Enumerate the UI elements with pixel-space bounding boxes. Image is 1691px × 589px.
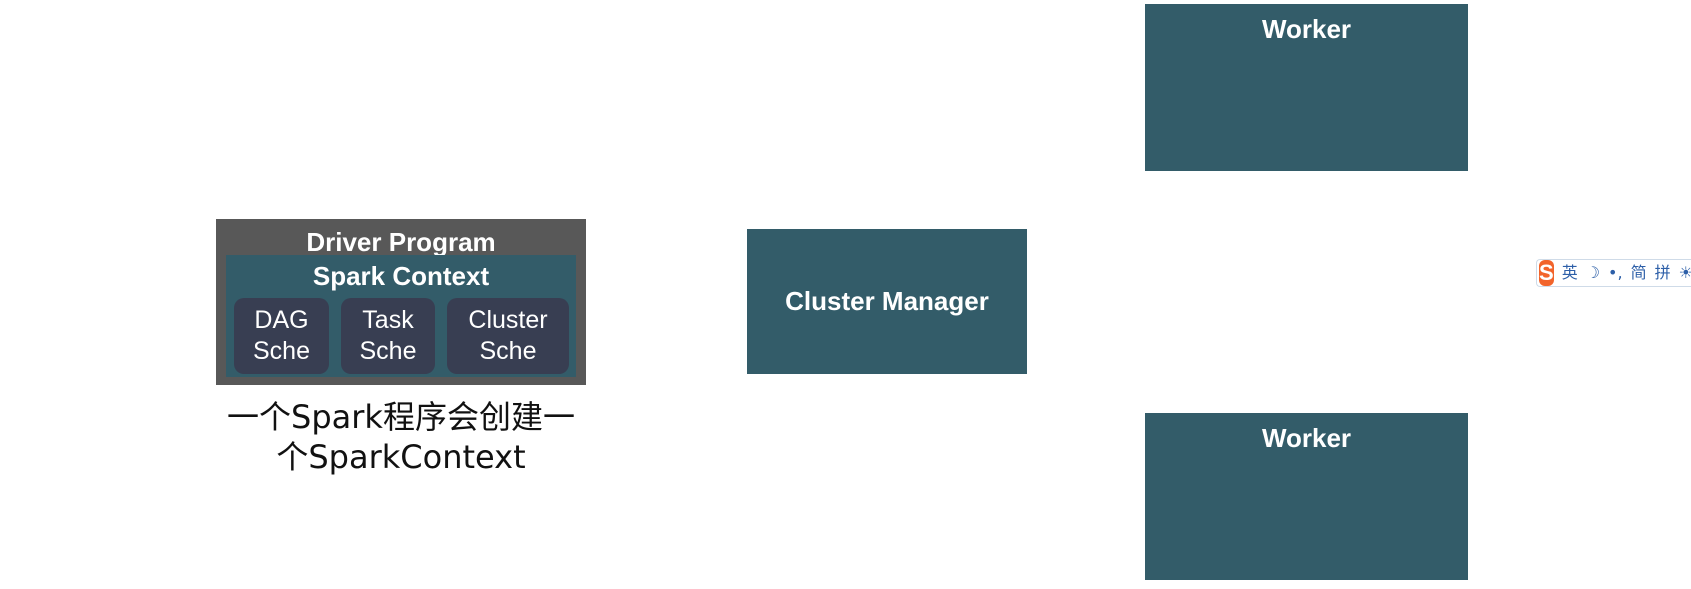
driver-program-box: Driver Program Spark Context DAG Sche Ta… [216, 219, 586, 385]
spark-context-box: Spark Context DAG Sche Task Sche Cluster… [226, 255, 576, 377]
task-scheduler-line2: Sche [359, 337, 417, 365]
punctuation-toggle[interactable]: •, [1608, 263, 1623, 282]
cluster-scheduler-line1: Cluster [468, 306, 548, 334]
sogou-logo-icon[interactable]: S [1539, 260, 1554, 286]
cluster-manager-label: Cluster Manager [785, 286, 989, 316]
spark-context-title: Spark Context [312, 261, 490, 291]
worker-node-bottom: Worker [1145, 413, 1468, 580]
task-scheduler-line1: Task [362, 306, 414, 334]
settings-icon[interactable]: ☀ [1679, 260, 1691, 286]
worker-label: Worker [1261, 423, 1352, 453]
cluster-scheduler-box: Cluster Sche [447, 298, 569, 374]
ime-toolbar[interactable]: S 英 ☽ •, 简 拼 ☀ [1536, 259, 1691, 287]
cluster-scheduler-line2: Sche [479, 337, 537, 365]
task-scheduler-box: Task Sche [341, 298, 435, 374]
dag-scheduler-line2: Sche [253, 337, 310, 365]
caption-line1: 一个Spark程序会创建一 [227, 398, 575, 436]
worker-label: Worker [1261, 14, 1352, 44]
ime-language-toggle[interactable]: 英 [1561, 263, 1578, 282]
driver-caption: 一个Spark程序会创建一 个SparkContext [214, 397, 588, 477]
pinyin-toggle[interactable]: 拼 [1654, 263, 1671, 282]
dag-scheduler-box: DAG Sche [234, 298, 329, 374]
dag-scheduler-line1: DAG [254, 306, 309, 334]
moon-icon[interactable]: ☽ [1585, 263, 1601, 282]
cluster-manager-box: Cluster Manager [747, 229, 1027, 374]
caption-line2: 个SparkContext [276, 438, 526, 476]
simplified-toggle[interactable]: 简 [1630, 263, 1647, 282]
worker-node-top: Worker [1145, 4, 1468, 171]
driver-program-title: Driver Program [306, 227, 496, 257]
